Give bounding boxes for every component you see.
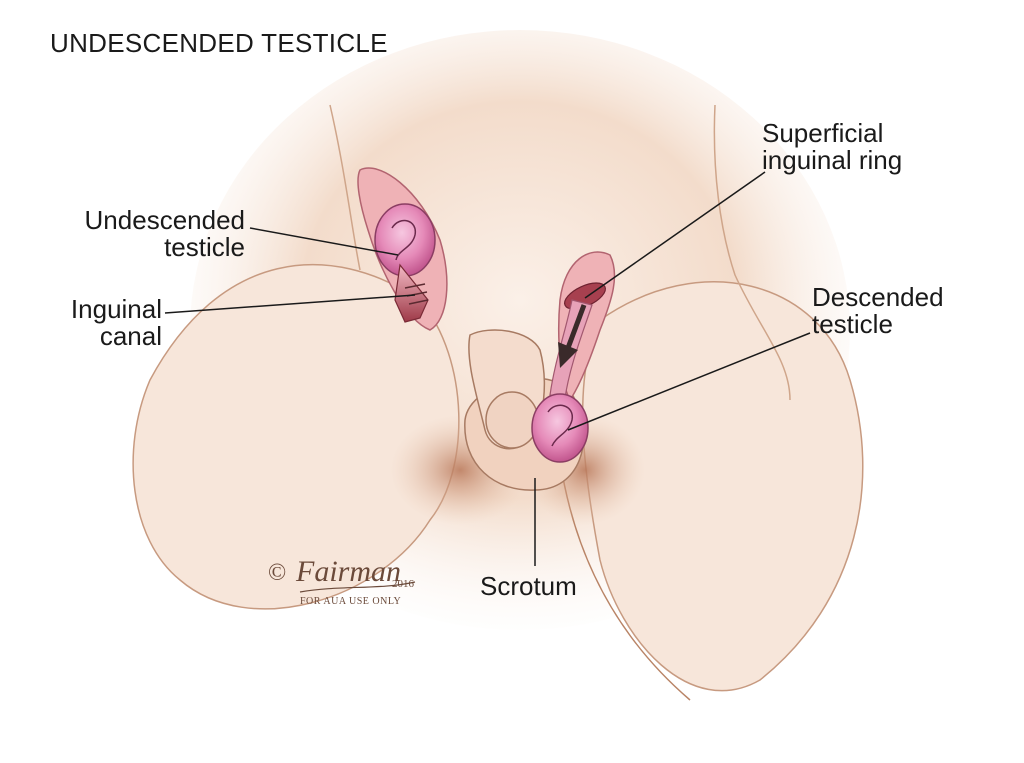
torso-outline-right xyxy=(713,104,791,401)
descent-arrow-shaft xyxy=(565,304,587,349)
signature-underline xyxy=(299,581,416,593)
glans-shape xyxy=(485,391,539,449)
label-undescended-testicle: Undescended testicle xyxy=(60,205,245,263)
left-canal-stripe-3 xyxy=(408,299,429,305)
label-descended-testicle: Descended testicle xyxy=(812,282,944,340)
label-superficial-line-1: Superficial xyxy=(762,118,884,148)
signature-usage: FOR AUA USE ONLY xyxy=(300,596,402,607)
left-thigh xyxy=(132,264,460,610)
label-inguinal-line-2: canal xyxy=(99,321,162,352)
label-undescended-line-1: Undescended xyxy=(84,205,245,235)
left-canal-stripe-1 xyxy=(404,283,426,289)
diagram-title: UNDESCENDED TESTICLE xyxy=(50,28,388,58)
undescended-testicle-curl xyxy=(391,219,416,261)
label-superficial-line-2: inguinal ring xyxy=(762,145,903,176)
undescended-testicle-shape xyxy=(374,203,436,277)
label-undescended-line-2: testicle xyxy=(164,232,245,263)
label-descended-line-1: Descended xyxy=(812,282,944,312)
label-inguinal-line-1: Inguinal xyxy=(70,294,162,324)
signature-artist: Fairman xyxy=(296,555,401,588)
descent-arrow-head xyxy=(558,342,578,368)
label-scrotum: Scrotum xyxy=(480,571,577,601)
torso-outline-left xyxy=(329,104,361,271)
leader-descended-testicle xyxy=(567,332,811,431)
label-descended-line-2: testicle xyxy=(812,309,893,340)
leader-inguinal-canal xyxy=(164,294,416,314)
label-superficial-inguinal-ring: Superficial inguinal ring xyxy=(762,118,903,176)
descended-testicle-curl xyxy=(547,404,573,447)
signature-copyright: © xyxy=(268,560,287,586)
left-inguinal-canal-shape xyxy=(394,263,429,323)
descended-testicle-shape xyxy=(531,393,589,463)
signature-year: 2016 xyxy=(392,578,414,590)
leader-superficial-inguinal-ring xyxy=(584,171,766,299)
label-inguinal-canal: Inguinal canal xyxy=(30,294,162,352)
leader-undescended-testicle xyxy=(249,227,399,256)
